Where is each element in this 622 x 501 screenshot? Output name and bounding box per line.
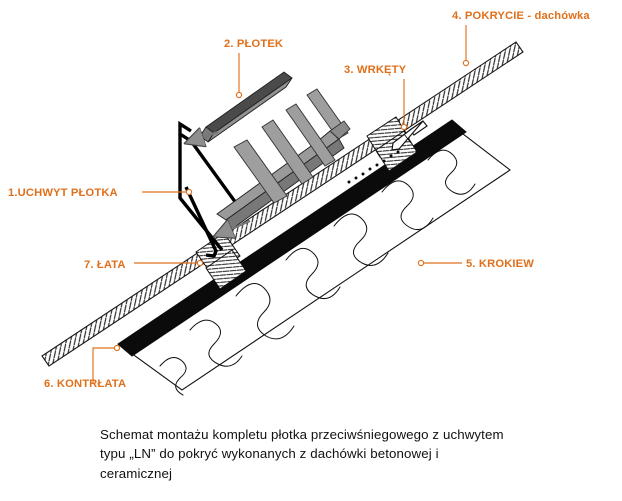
label-krokiew: 5. KROKIEW <box>466 258 534 270</box>
leader-krokiew-dot <box>417 259 425 267</box>
leader-lata-dot <box>196 259 204 267</box>
caption-line-2: typu „LN” do pokryć wykonanych z dachówk… <box>100 446 439 462</box>
leader-kontrlata-dot <box>113 344 121 352</box>
batten-lata-lower <box>195 232 247 290</box>
label-lata: 7. ŁATA <box>84 259 126 271</box>
screw-wkret <box>391 120 428 151</box>
figure-caption: Schemat montażu kompletu płotka przeciwś… <box>100 425 520 483</box>
part-labels: 1.UCHWYT PŁOTKA 2. PŁOTEK 3. WRKĘTY 4. POKR… <box>8 10 590 390</box>
batten-lata-upper <box>366 116 418 172</box>
label-wkrety: 3. WRKĘTY <box>344 64 407 76</box>
caption-line-3: ceramicznej <box>100 465 173 481</box>
assembly-arrows <box>186 132 251 236</box>
label-pokrycie: 4. POKRYCIE - dachówka <box>452 10 590 22</box>
counter-batten-kontrlata <box>117 119 467 357</box>
leader-wkrety-dot <box>400 123 408 131</box>
leader-uchwyt-dot <box>185 188 193 196</box>
label-uchwyt: 1.UCHWYT PŁOTKA <box>8 187 118 199</box>
roof-covering-pokrycie <box>41 41 524 367</box>
leader-endpoint-dots <box>113 59 470 352</box>
snow-guard-plotek <box>199 71 351 230</box>
leader-kontrlata <box>92 347 114 383</box>
label-kontrlata: 6. KONTRŁATA <box>44 378 126 390</box>
tile-nib-dots <box>347 150 400 184</box>
caption-line-1: Schemat montażu kompletu płotka przeciwś… <box>100 427 504 442</box>
leader-lines <box>92 25 467 383</box>
label-plotek: 2. PŁOTEK <box>224 38 283 50</box>
leader-pokrycie-dot <box>462 59 470 67</box>
leader-plotek-dot <box>235 91 243 99</box>
